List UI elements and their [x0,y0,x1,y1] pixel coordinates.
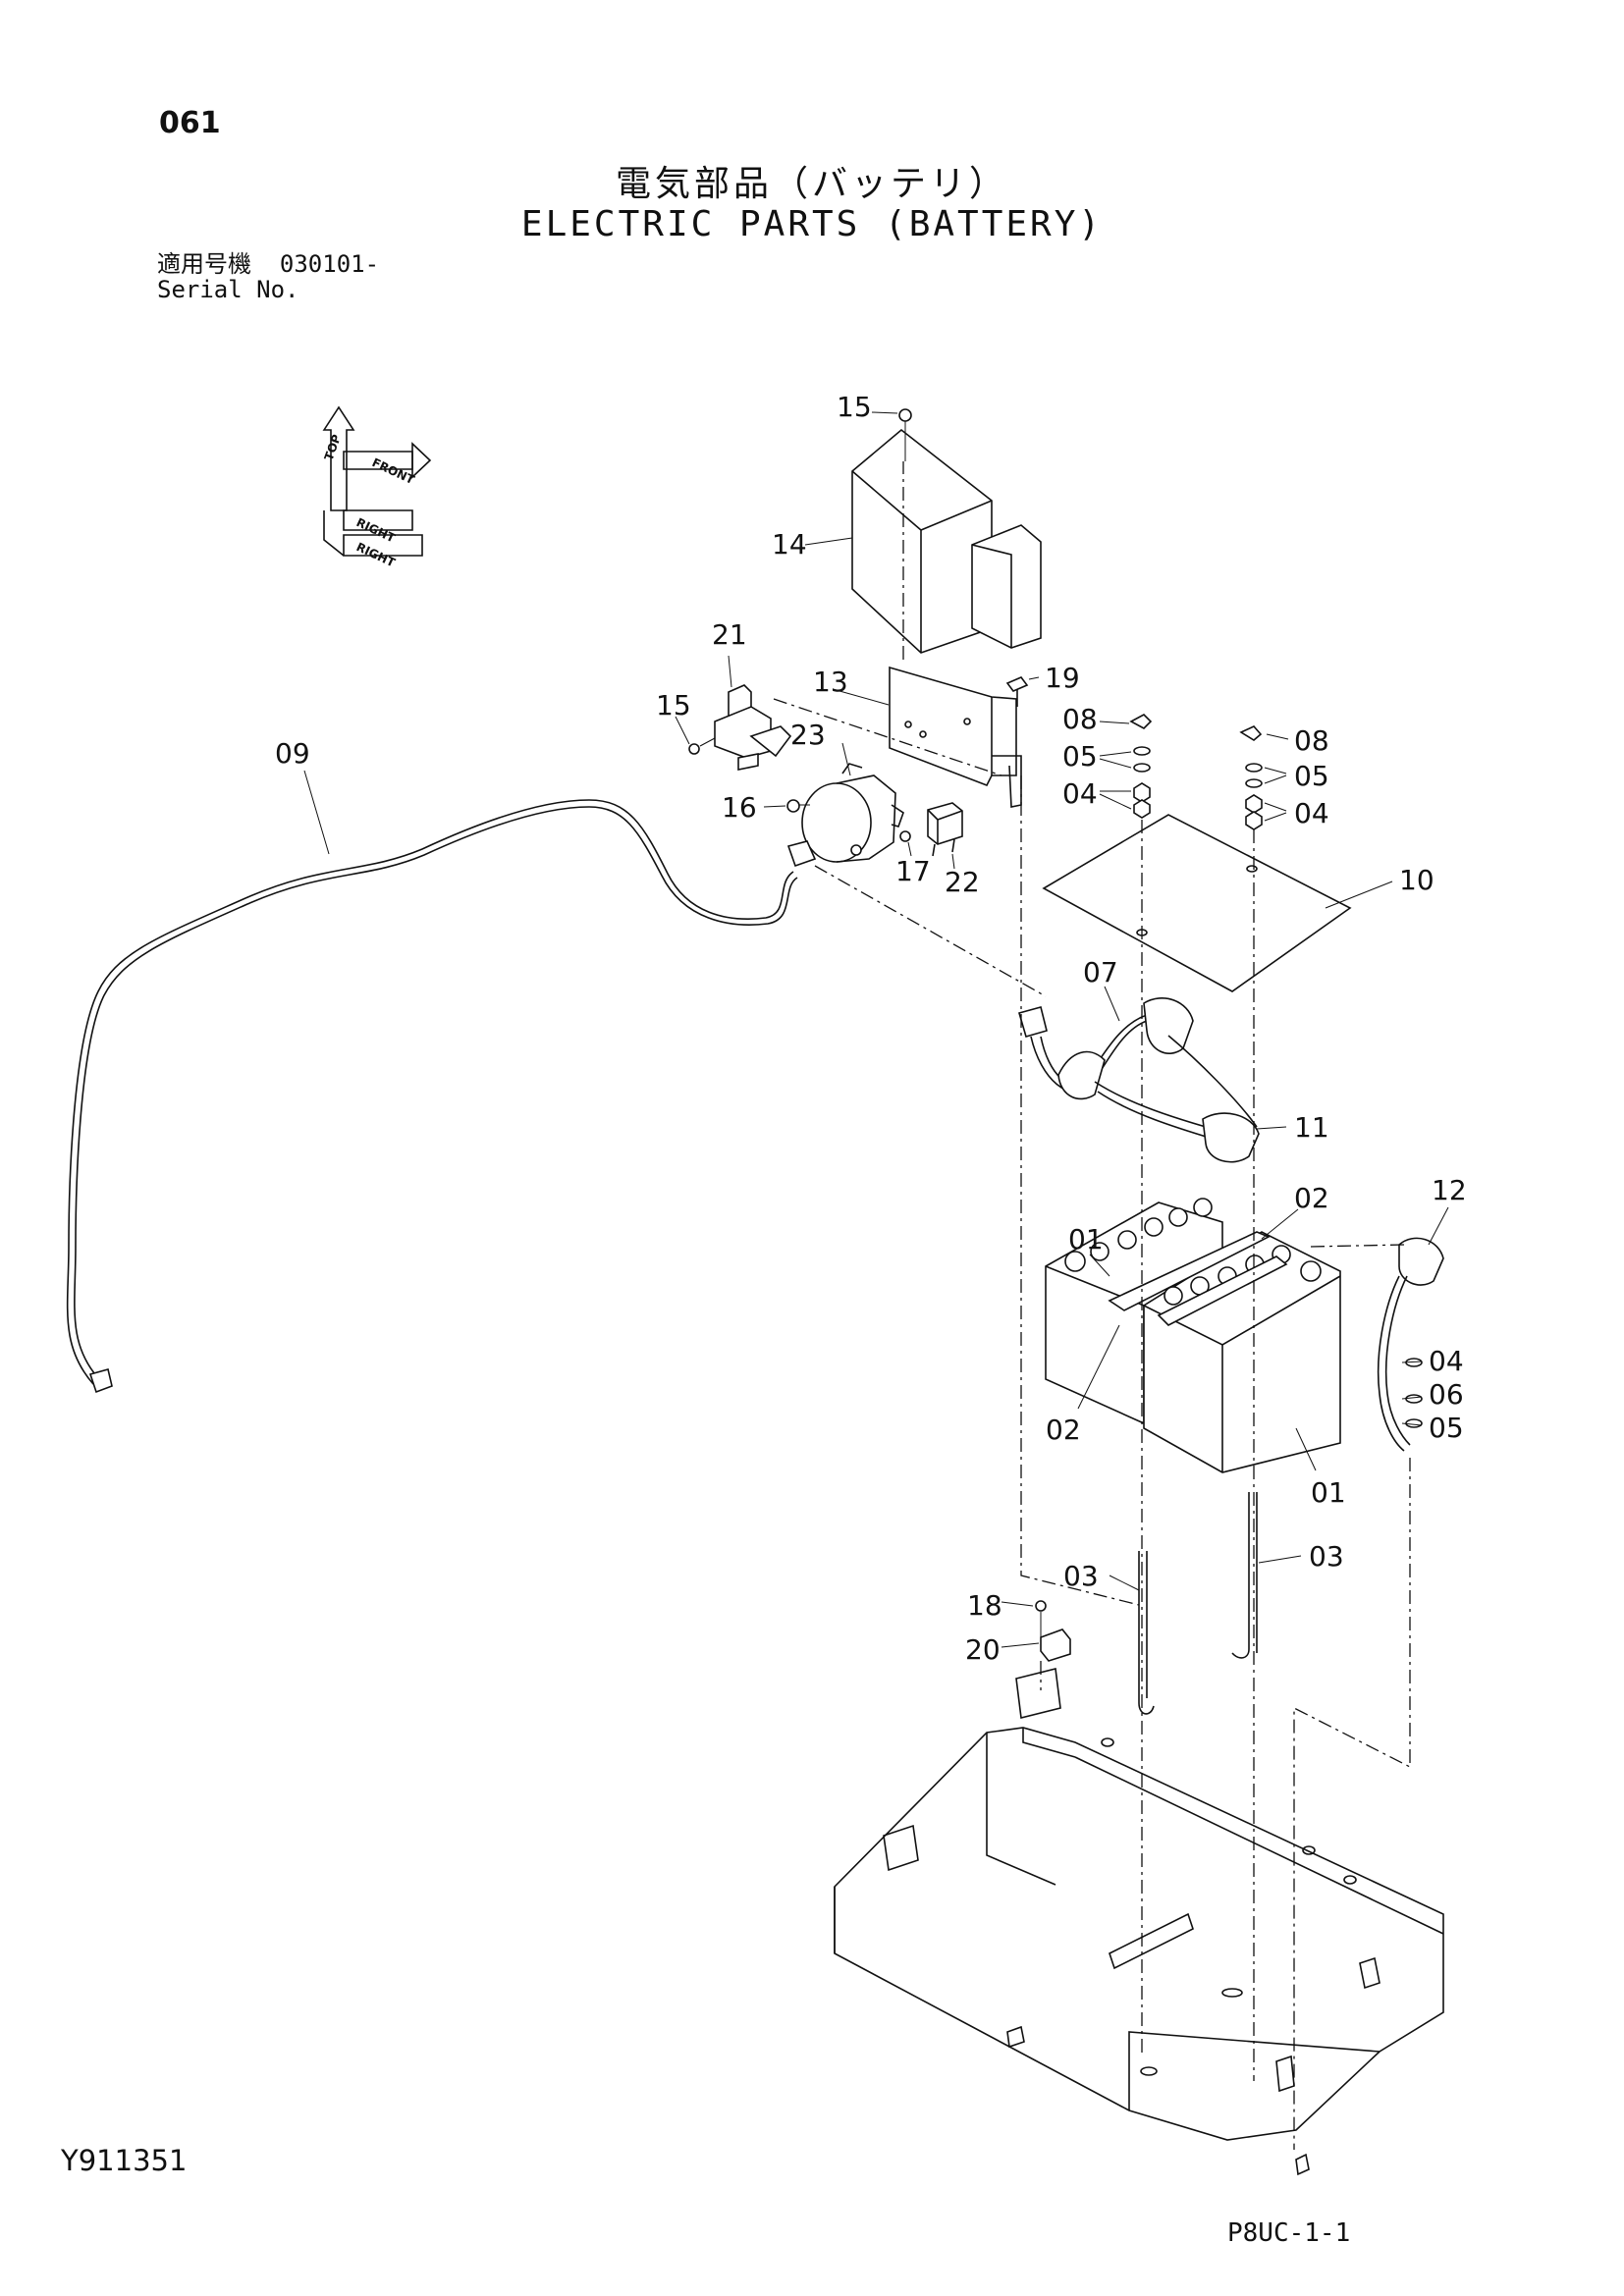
battery-rod-part-03 [1138,1492,1258,1715]
callout-01-bottom: 01 [1311,1476,1346,1509]
serial-label-english: Serial No. [157,276,299,303]
leader-lines [303,411,1449,1648]
relay-part-22 [899,802,963,857]
callout-22: 22 [945,866,980,898]
callout-04-right: 04 [1294,797,1329,829]
battery-tray [834,1668,1444,2176]
callout-15-top: 15 [837,391,872,423]
callout-08-right: 08 [1294,724,1329,757]
orientation-front-label: FRONT [370,455,417,487]
callout-13: 13 [813,666,848,698]
callout-05-left: 05 [1062,740,1098,773]
relay-part-21 [688,684,792,771]
callout-labels: 15 14 21 15 13 19 08 08 05 05 04 04 09 2… [275,391,1467,1666]
callout-03-right: 03 [1309,1540,1344,1573]
fastener-stack-right [1239,725,1263,830]
callout-04-cable: 04 [1429,1345,1464,1377]
battery-cover-part-14 [851,408,1042,654]
battery-cable-part-11 [1094,1035,1260,1163]
page-title-japanese: 電気部品（バッテリ） [615,164,1008,204]
callout-17: 17 [895,855,931,887]
callout-03-left: 03 [1063,1560,1099,1592]
callout-05-cable: 05 [1429,1412,1464,1444]
callout-14: 14 [772,528,807,561]
callout-07: 07 [1083,956,1118,988]
battery-cable-part-12 [1377,1237,1444,1452]
orientation-indicator: TOP FRONT RIGHT RIGHT [322,405,432,570]
horn-part-23 [786,763,904,863]
battery-cable-part-07 [1018,997,1194,1100]
callout-23: 23 [790,719,826,751]
callout-15-relay: 15 [656,689,691,721]
serial-label-japanese: 適用号機 [157,250,251,278]
callout-04-left: 04 [1062,777,1098,810]
orientation-top-label: TOP [322,433,345,463]
callout-19: 19 [1045,662,1080,694]
serial-block: 適用号機 030101- Serial No. [157,251,379,302]
page-number: 061 [159,106,221,140]
serial-value: 030101- [279,250,380,278]
clip-part-20 [1035,1600,1071,1662]
page-code: P8UC-1-1 [1227,2218,1351,2248]
callout-12: 12 [1432,1174,1467,1206]
drawing-id: Y911351 [61,2144,188,2177]
callout-08-left: 08 [1062,703,1098,735]
callout-11: 11 [1294,1111,1329,1144]
callout-21: 21 [712,618,747,651]
callout-06: 06 [1429,1378,1464,1411]
page-title-english: ELECTRIC PARTS (BATTERY) [520,204,1104,244]
callout-05-right: 05 [1294,760,1329,792]
callout-16: 16 [722,791,757,824]
relay-bracket-part-13 [889,461,1022,808]
callout-10: 10 [1399,864,1435,896]
callout-18: 18 [967,1589,1002,1622]
bolt-part-19 [1005,676,1029,707]
wire-harness-part-09 [66,799,817,1394]
assembly-guide-lines [773,698,1411,2150]
callout-09: 09 [275,737,310,770]
callout-02-bottom: 02 [1046,1414,1081,1446]
fastener-stack-left [1129,714,1153,819]
callout-01-top: 01 [1068,1223,1104,1255]
callout-02-top: 02 [1294,1182,1329,1214]
callout-20: 20 [965,1633,1001,1666]
